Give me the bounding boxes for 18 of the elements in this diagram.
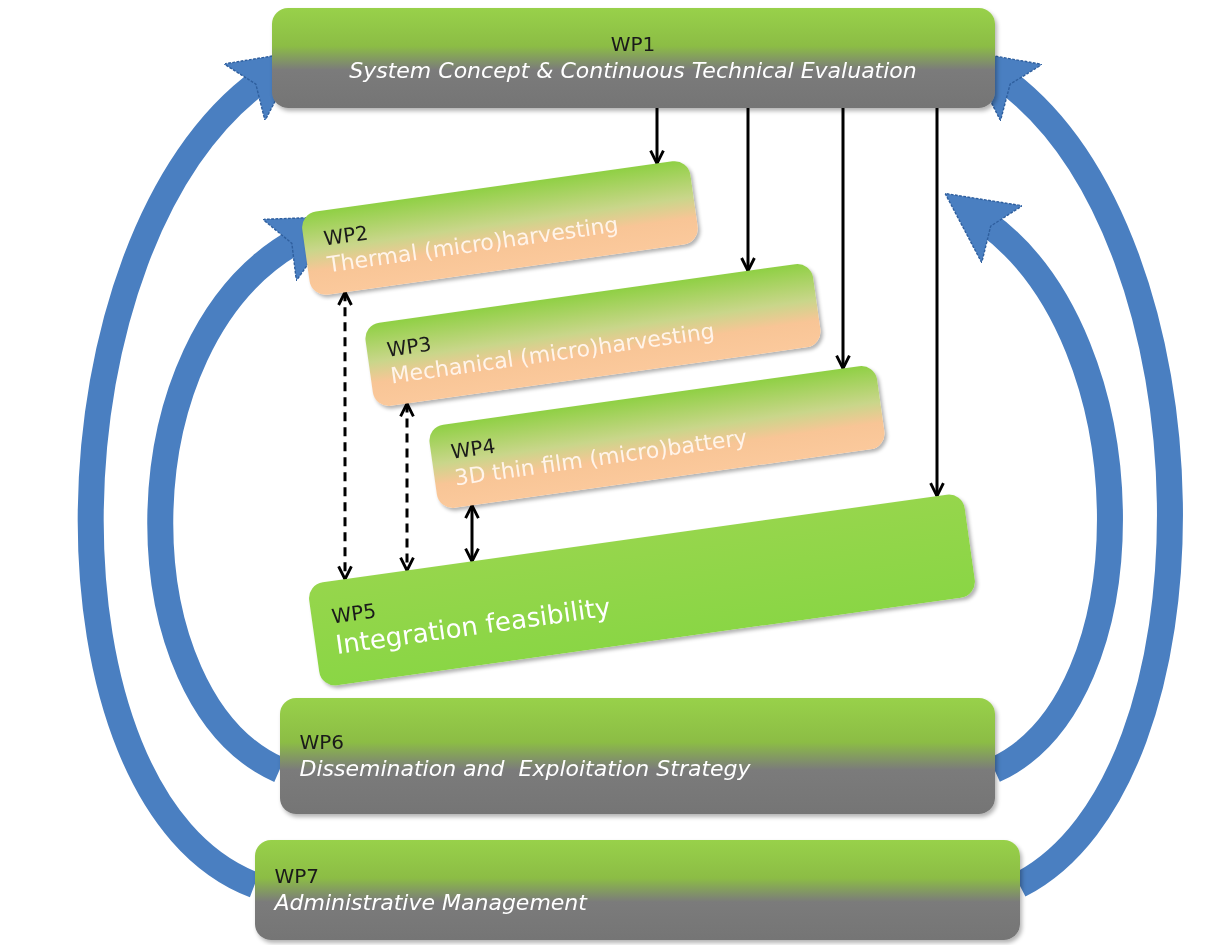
arrow (649, 108, 665, 165)
package-number: WP7 (274, 863, 321, 889)
work-package-box (271, 8, 995, 108)
package-number: WP4 (449, 432, 497, 464)
arrow (337, 290, 353, 581)
arrow (835, 108, 851, 370)
package-title: System Concept & Continuous Technical Evaluation (349, 56, 917, 85)
package-number: WP1 (610, 31, 656, 57)
arrow (399, 402, 415, 572)
arrow (929, 108, 945, 498)
package-title: Dissemination and Exploitation Strategy (299, 754, 752, 783)
package-number: WP2 (322, 219, 370, 251)
work-package-box (254, 840, 1020, 940)
work-package-box (279, 698, 995, 814)
arrow (740, 108, 756, 273)
package-number: WP6 (299, 729, 346, 755)
arrow (464, 503, 480, 563)
package-title: Administrative Management (274, 888, 589, 917)
